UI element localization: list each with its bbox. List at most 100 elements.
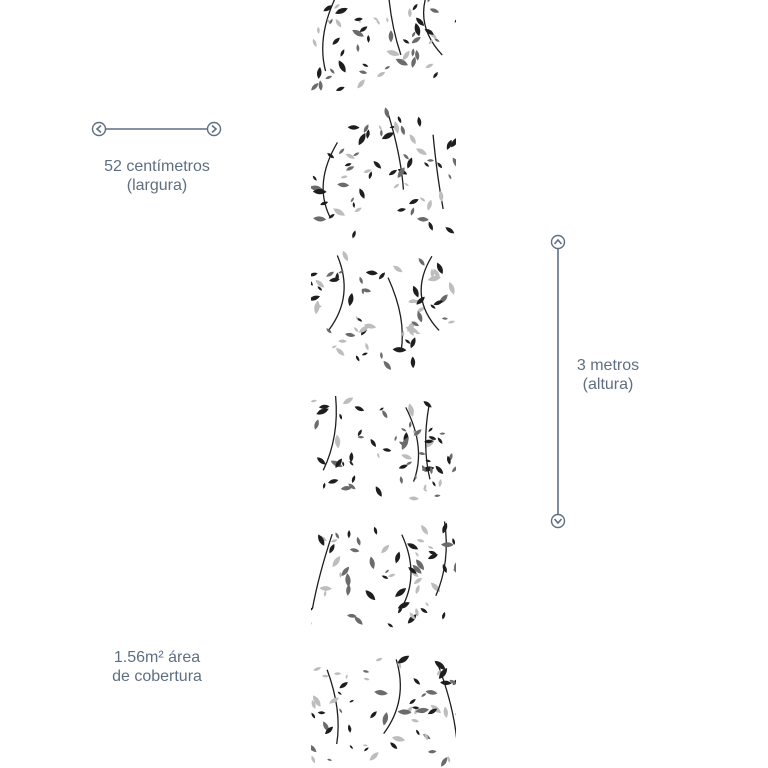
branch-stem	[322, 0, 336, 72]
up-arrow-head-icon	[550, 234, 566, 250]
leaf-shape	[311, 712, 316, 719]
leaf-shape	[411, 719, 419, 723]
leaf-shape	[378, 125, 382, 131]
leaf-shape	[427, 199, 432, 211]
leaf-shape	[359, 188, 365, 199]
leaf-shape	[355, 355, 360, 362]
leaf-shape	[389, 125, 396, 129]
leaf-shape	[398, 606, 403, 614]
leaf-shape	[399, 476, 403, 484]
leaf-shape	[348, 483, 356, 490]
leaf-shape	[379, 129, 383, 137]
leaf-shape	[393, 121, 400, 134]
leaf-shape	[420, 608, 428, 613]
leaf-shape	[335, 532, 340, 539]
branch-stem	[388, 0, 402, 56]
leaf-shape	[416, 559, 424, 571]
leaf-shape	[328, 213, 335, 219]
leaf-shape	[417, 116, 422, 127]
leaf-shape	[335, 19, 342, 28]
leaf-shape	[393, 265, 403, 273]
leaf-shape	[362, 744, 368, 747]
leaf-shape	[349, 452, 354, 463]
leaf-shape	[409, 698, 416, 705]
leaf-shape	[370, 439, 376, 448]
leaf-shape	[404, 182, 409, 186]
branch-stem	[311, 533, 333, 609]
leaf-shape	[410, 356, 416, 369]
leaf-shape	[411, 321, 419, 327]
leaf-shape	[446, 455, 451, 465]
leaf-shape	[357, 79, 365, 89]
leaf-shape	[445, 227, 455, 234]
leaf-shape	[344, 163, 352, 167]
leaf-shape	[349, 548, 360, 553]
leaf-shape	[345, 573, 351, 587]
leaf-shape	[369, 752, 379, 761]
leaf-shape	[354, 17, 363, 22]
leaf-shape	[399, 441, 407, 446]
leaf-shape	[349, 745, 353, 750]
leaf-shape	[362, 63, 369, 67]
leaf-shape	[417, 311, 423, 323]
leaf-shape	[426, 159, 435, 162]
leaf-shape	[384, 66, 391, 70]
leaf-shape	[315, 279, 325, 288]
leaf-shape	[387, 623, 394, 628]
leaf-shape	[415, 584, 420, 595]
leaf-shape	[373, 526, 378, 535]
leaf-shape	[455, 65, 456, 72]
leaf-shape	[342, 250, 349, 262]
leaf-shape	[441, 757, 448, 767]
leaf-shape	[365, 342, 369, 351]
coverage-label: 1.56m² área de cobertura	[76, 648, 238, 686]
leaf-shape	[439, 668, 448, 679]
leaf-shape	[339, 708, 343, 714]
leaf-shape	[313, 695, 321, 707]
left-arrow-head-icon	[91, 121, 107, 137]
leaf-shape	[325, 726, 334, 735]
leaf-shape	[358, 133, 366, 146]
leaf-shape	[402, 50, 410, 61]
branch-stem	[420, 255, 440, 331]
leaf-shape	[312, 38, 317, 47]
leaf-shape	[335, 434, 341, 449]
leaf-shape	[393, 183, 400, 189]
leaf-shape	[363, 677, 370, 681]
leaf-shape	[429, 466, 433, 475]
leaf-shape	[374, 690, 388, 696]
leaf-shape	[421, 524, 428, 535]
wallpaper-strip	[311, 0, 456, 768]
right-arrow-head-icon	[206, 121, 222, 137]
leaf-shape	[375, 657, 383, 662]
leaf-shape	[430, 582, 441, 593]
leaf-shape	[365, 270, 378, 276]
leaf-shape	[439, 190, 444, 202]
leaf-shape	[333, 4, 340, 9]
leaf-shape	[350, 197, 354, 203]
leaf-shape	[424, 162, 430, 167]
leaf-shape	[410, 337, 416, 349]
leaf-shape	[413, 678, 421, 685]
leaf-shape	[453, 560, 456, 573]
leaf-shape	[376, 71, 386, 77]
leaf-shape	[427, 546, 434, 549]
leaf-shape	[316, 457, 326, 465]
height-label: 3 metros (altura)	[538, 356, 678, 394]
leaf-shape	[408, 403, 414, 417]
leaf-shape	[366, 129, 370, 139]
leaf-shape	[416, 17, 425, 26]
leaf-shape	[424, 733, 429, 741]
leaf-shape	[353, 152, 360, 157]
leaf-shape	[354, 207, 362, 213]
leaf-shape	[357, 318, 363, 322]
leaf-shape	[381, 544, 390, 554]
branch-stem	[388, 115, 405, 190]
leaf-shape	[318, 534, 325, 546]
leaf-shape	[432, 481, 436, 487]
leaf-shape	[354, 616, 363, 625]
leaf-shape	[451, 465, 456, 473]
branch-stem	[326, 669, 339, 745]
leaf-shape	[406, 461, 413, 465]
leaf-shape	[316, 408, 329, 415]
